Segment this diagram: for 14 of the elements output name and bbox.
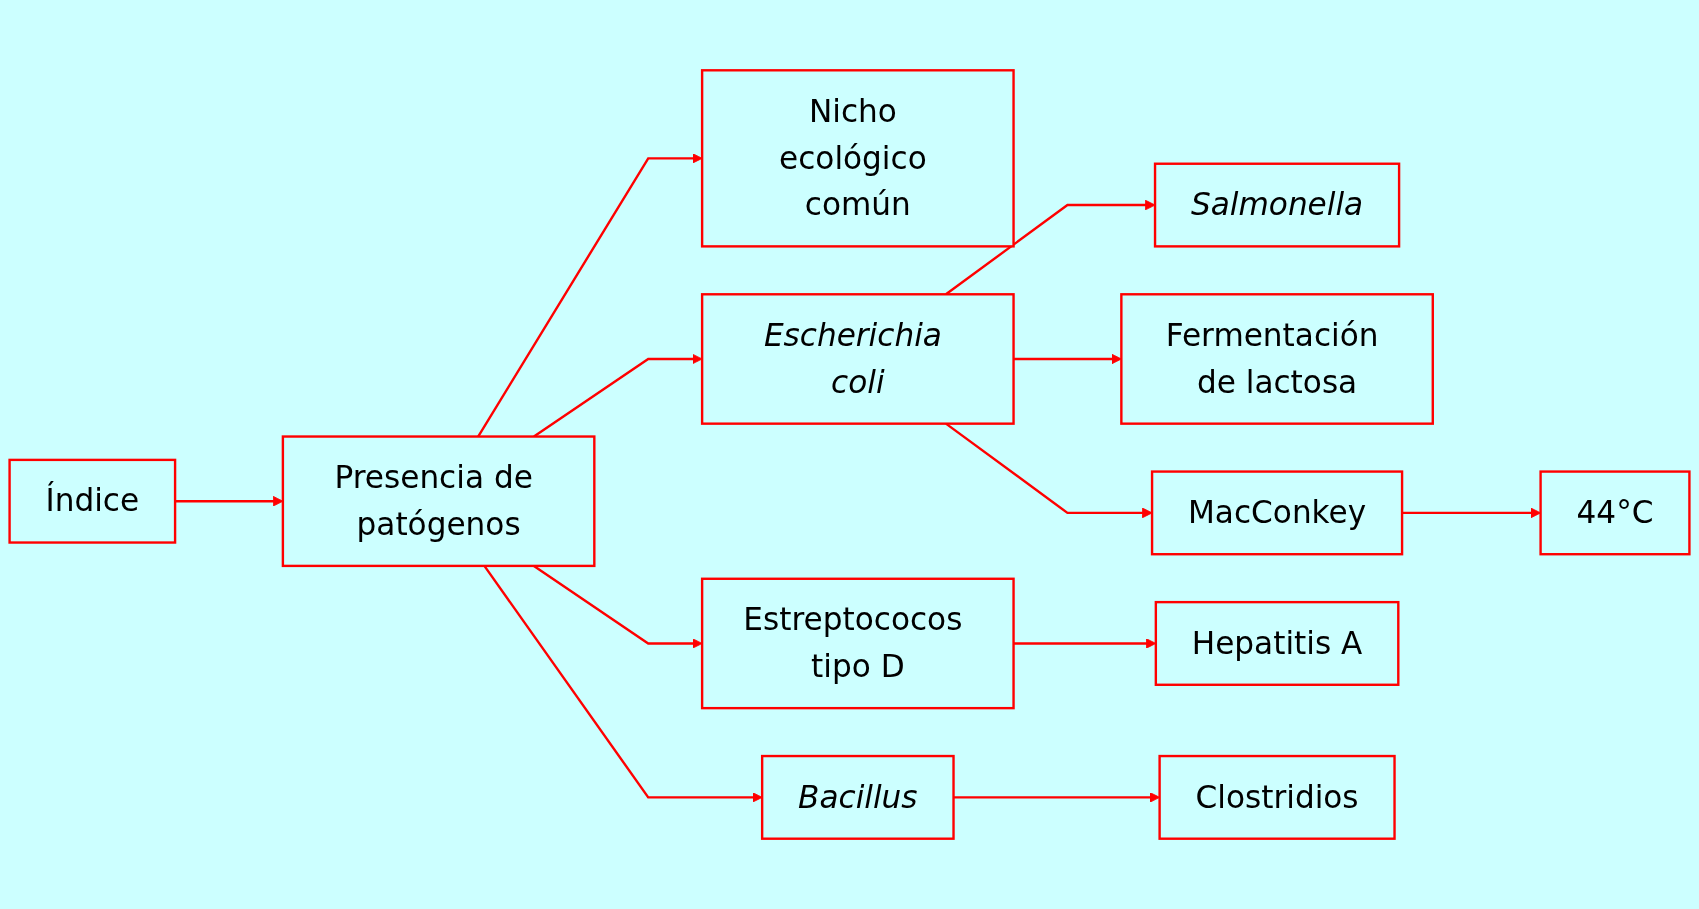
node-box: Salmonella	[1153, 162, 1401, 248]
node-box: 44°C	[1539, 470, 1691, 556]
node-box: Escherichia coli	[700, 293, 1015, 425]
node-box: Hepatitis A	[1154, 600, 1400, 686]
node-box: Bacillus	[760, 754, 955, 840]
node-box: Estreptococos tipo D	[700, 577, 1015, 710]
node-box: Nicho ecológico común	[700, 69, 1015, 248]
node-box: Presencia de patógenos	[281, 435, 596, 568]
arrow	[483, 565, 763, 803]
node-box: Fermentación de lactosa	[1120, 293, 1434, 425]
node-box: Índice	[8, 458, 177, 544]
arrow	[1013, 353, 1122, 365]
node-box: Clostridios	[1158, 754, 1396, 840]
node-box: MacConkey	[1150, 470, 1404, 556]
